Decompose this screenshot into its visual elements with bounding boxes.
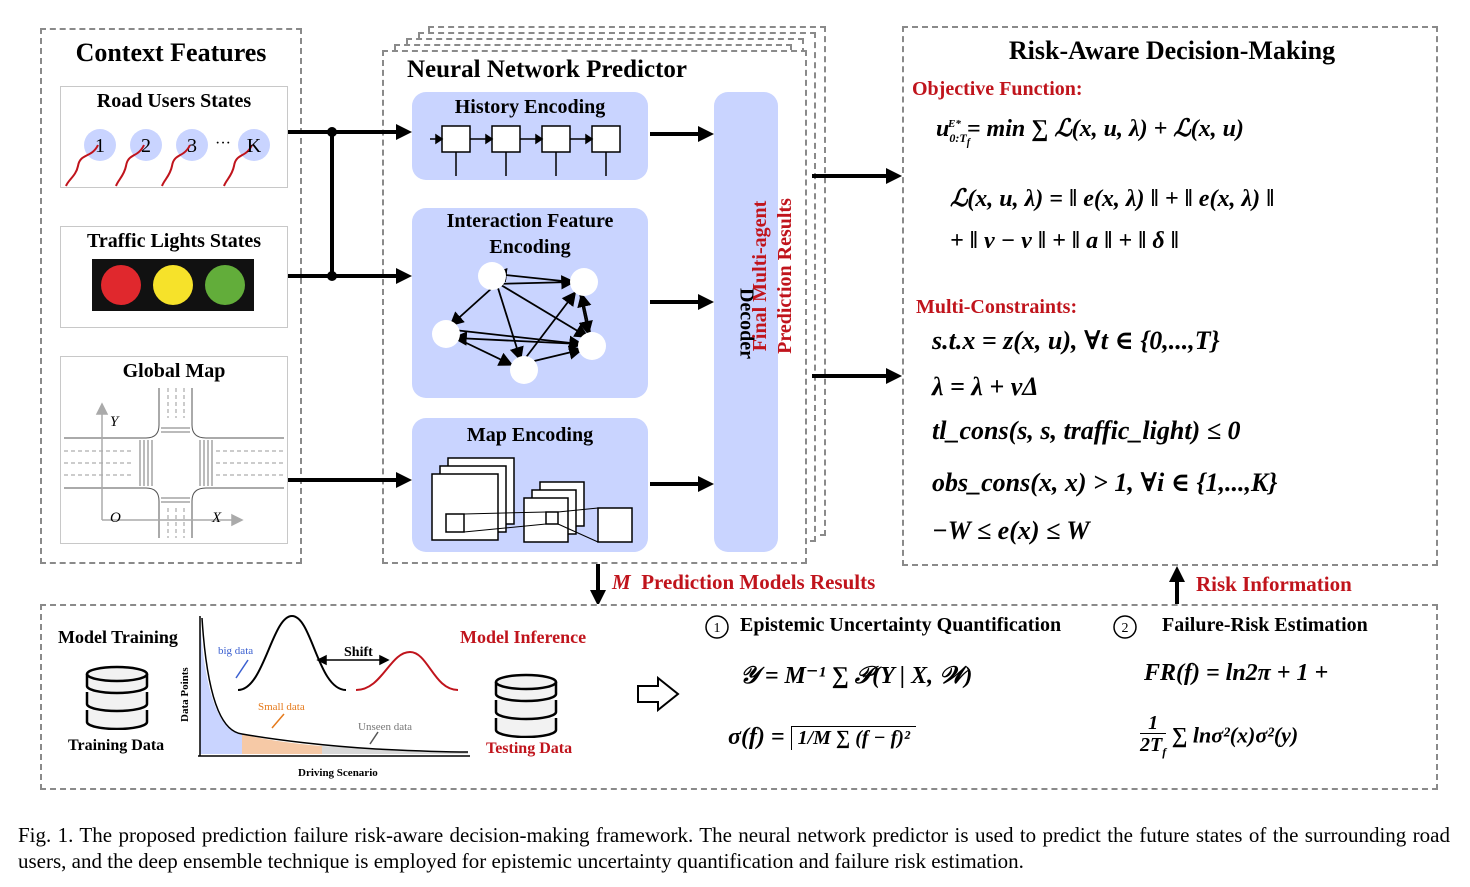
small-data-label: Small data xyxy=(258,701,305,713)
traffic-light-lamp-0 xyxy=(101,265,141,305)
final-results-label-2: Prediction Results xyxy=(774,198,796,354)
objective-equation: u0:TfE* = min ∑ ℒ(x, u, λ) + ℒ(x, u) xyxy=(936,116,1244,149)
testing-data-label: Testing Data xyxy=(486,740,573,757)
map-axis-y: Y xyxy=(110,414,120,430)
chart-ylabel: Data Points xyxy=(179,667,191,722)
agent-3-icon: 3 xyxy=(161,129,208,187)
road-users-title: Road Users States xyxy=(96,90,252,112)
traffic-light-icon xyxy=(92,259,254,311)
step-1-marker-icon: 1 xyxy=(705,615,729,639)
decision-panel xyxy=(902,26,1438,566)
traffic-light-lamp-2 xyxy=(205,265,245,305)
svg-text:1: 1 xyxy=(714,621,721,636)
svg-text:2: 2 xyxy=(1122,621,1129,636)
history-encoding-label: History Encoding xyxy=(454,96,606,118)
decoder-block xyxy=(714,92,778,552)
shift-label: Shift xyxy=(344,645,373,660)
training-database-icon xyxy=(85,665,149,730)
map-origin: O xyxy=(110,510,121,526)
models-results-text: Prediction Models Results xyxy=(641,570,876,594)
traffic-lights-title: Traffic Lights States xyxy=(86,230,262,252)
figure-caption: Fig. 1. The proposed prediction failure … xyxy=(18,823,1450,873)
model-training-label: Model Training xyxy=(58,627,178,647)
interaction-encoding-label-1: Interaction Feature xyxy=(446,210,614,232)
hollow-arrow-icon xyxy=(637,676,680,712)
models-count-symbol: M xyxy=(612,570,631,594)
map-axis-x: X xyxy=(211,510,222,526)
risk-information-label: Risk Information xyxy=(1196,572,1352,596)
context-features-title: Context Features xyxy=(75,38,267,67)
testing-database-icon xyxy=(494,673,558,738)
big-data-label: big data xyxy=(218,645,253,657)
cnn-layers-icon xyxy=(431,457,633,543)
loss-equation-2: + ‖ v − v ‖ + ‖ a ‖ + ‖ δ ‖ xyxy=(950,228,1179,254)
svg-text:2: 2 xyxy=(141,135,151,157)
constraint-traffic-light: tl_cons(s, s, traffic_light) ≤ 0 xyxy=(932,416,1241,445)
agents-ellipsis: ··· xyxy=(215,135,231,152)
ensemble-mean-equation: 𝒴 = M⁻¹ ∑ 𝒫(Y | X, 𝒲) xyxy=(740,663,973,689)
uncertainty-panel xyxy=(40,604,1438,790)
predictor-title: Neural Network Predictor xyxy=(406,56,687,83)
final-results-label-1: Final Multi-agent xyxy=(749,200,771,352)
agent-1-icon: 1 xyxy=(65,129,116,187)
unseen-data-label: Unseen data xyxy=(358,721,412,733)
model-inference-label: Model Inference xyxy=(460,627,587,647)
loss-equation-1: ℒ(x, u, λ) = ‖ e(x, λ) ‖ + ‖ e(x, λ) ‖ xyxy=(950,186,1275,212)
ensemble-std-equation: σ(f) = 1/M ∑ (f − f)² xyxy=(728,724,916,751)
global-map-title: Global Map xyxy=(122,360,226,382)
constraint-road: −W ≤ e(x) ≤ W xyxy=(932,516,1090,545)
step-2-title: Failure-Risk Estimation xyxy=(1162,614,1368,636)
interaction-encoding-label-2: Encoding xyxy=(489,236,571,258)
agent-2-icon: 2 xyxy=(115,129,162,187)
constraint-progress: λ = λ + vΔ xyxy=(932,372,1039,401)
training-data-label: Training Data xyxy=(68,737,165,754)
map-encoding-label: Map Encoding xyxy=(466,424,594,446)
failure-risk-equation-1: FR(f) = ln2π + 1 + xyxy=(1144,660,1329,686)
constraint-dynamics: s.t.x = z(x, u), ∀t ∈ {0,...,T} xyxy=(932,326,1220,355)
data-distribution-chart: big data Shift Small data Unseen data Dr… xyxy=(179,614,470,779)
agent-1-label: 1 xyxy=(95,135,105,157)
road-users-icons: 1 2 3 ··· K xyxy=(65,129,270,187)
intersection-map-icon: Y X O xyxy=(64,388,284,538)
constraint-obstacle: obs_cons(x, x) > 1, ∀i ∈ {1,...,K} xyxy=(932,468,1278,497)
models-results-label: M Prediction Models Results xyxy=(612,570,875,595)
global-map-box xyxy=(60,356,288,544)
constraints-label: Multi-Constraints: xyxy=(916,296,1078,318)
interaction-graph-icon xyxy=(432,262,606,384)
decision-title: Risk-Aware Decision-Making xyxy=(1008,36,1336,65)
objective-function-label: Objective Function: xyxy=(912,78,1083,100)
rnn-cells-icon xyxy=(430,125,621,176)
svg-text:3: 3 xyxy=(187,135,197,157)
agent-k-icon: K xyxy=(223,129,270,187)
traffic-light-lamp-1 xyxy=(153,265,193,305)
chart-xlabel: Driving Scenario xyxy=(298,767,378,779)
step-1-title: Epistemic Uncertainty Quantification xyxy=(740,614,1062,636)
svg-text:K: K xyxy=(247,135,262,157)
step-2-marker-icon: 2 xyxy=(1113,615,1137,639)
